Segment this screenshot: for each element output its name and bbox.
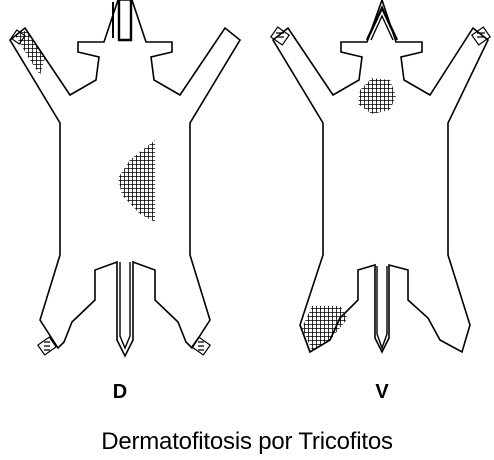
dorsal-body-outline <box>8 0 242 358</box>
ventral-lesion-hindlimb-outline <box>299 317 341 354</box>
dorsal-view-label: D <box>112 381 128 403</box>
dorsal-ear-mark <box>117 0 133 42</box>
ventral-view-label: V <box>375 381 389 403</box>
dorsal-paw-right-foot <box>190 336 212 356</box>
pelt-diagram <box>8 0 492 358</box>
ventral-body-outline <box>271 0 489 354</box>
dorsal-lesion-flank <box>118 140 155 222</box>
ventral-tail <box>376 266 388 351</box>
ventral-lesion-hindlimb <box>302 306 348 350</box>
dorsal-tail <box>119 262 131 350</box>
dorsal-paw-left-foot <box>36 336 58 356</box>
dorsal-paw-left-hand <box>10 29 26 45</box>
ventral-lesion-chest <box>358 78 396 114</box>
ventral-paw-right-hand <box>470 26 492 46</box>
ventral-view <box>269 0 492 354</box>
ventral-head-mark-outer <box>365 5 399 41</box>
figure-caption: Dermatofitosis por Tricofitos <box>101 428 393 455</box>
dorsal-lesion-left-forelimb <box>15 30 45 75</box>
ventral-paw-left-hand <box>269 26 291 46</box>
dorsal-view <box>8 0 242 358</box>
ventral-head-mark-inner <box>370 14 394 41</box>
